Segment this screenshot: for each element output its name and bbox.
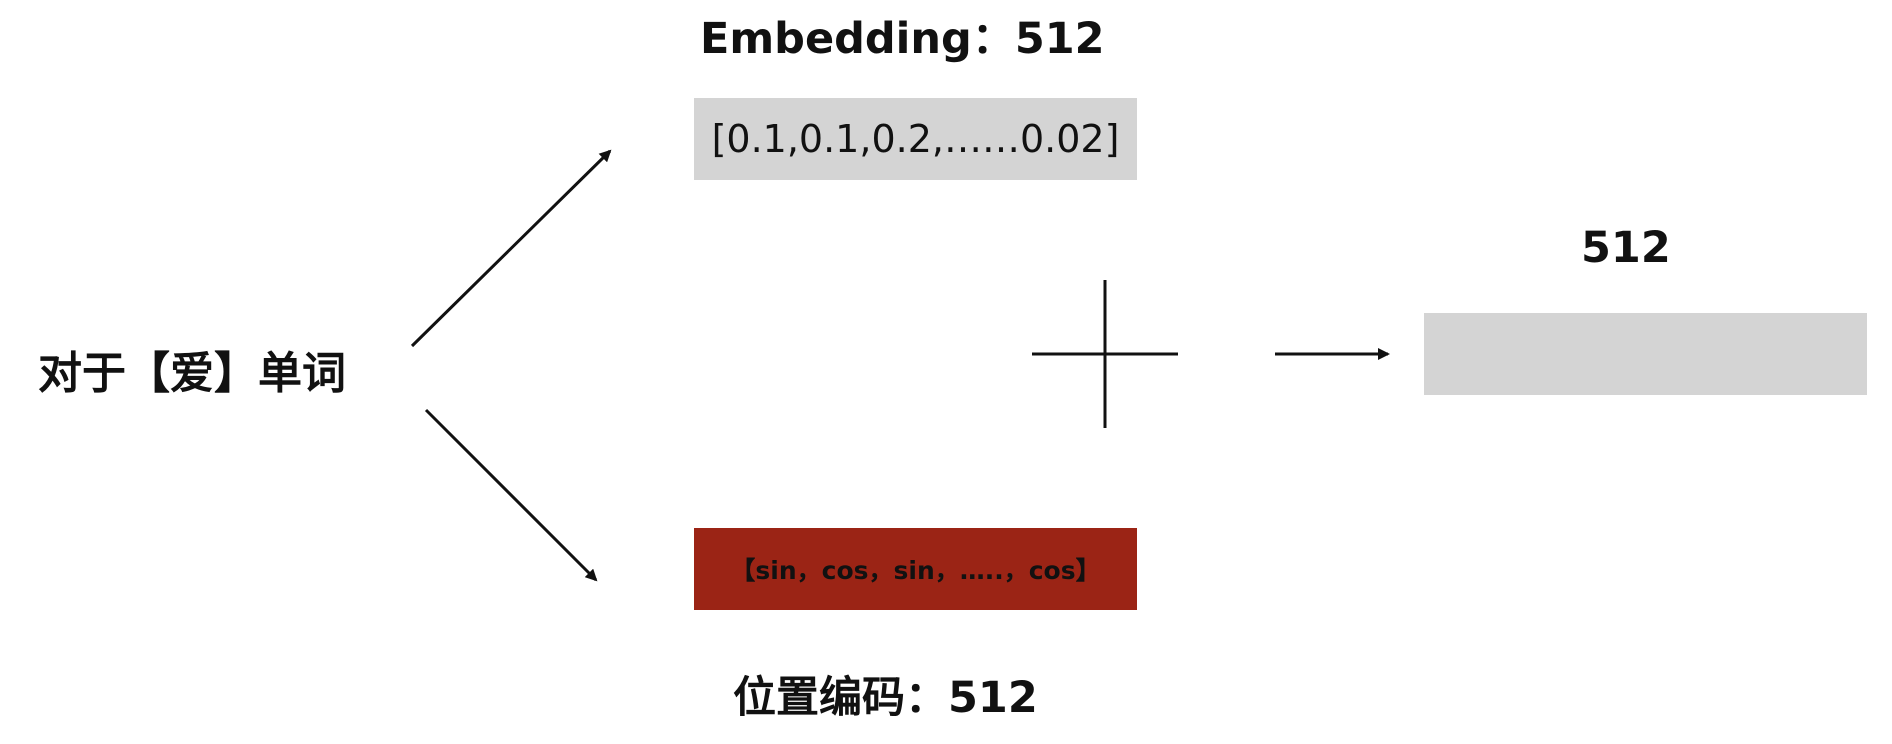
word-label: 对于【爱】单词 <box>38 348 346 399</box>
embedding-title: Embedding：512 <box>700 14 1105 64</box>
output-vector-box <box>1424 313 1867 395</box>
output-dimension-title: 512 <box>1581 223 1671 273</box>
arrow-to-position-encoding <box>424 408 598 582</box>
position-encoding-vector-box: 【sin，cos，sin，…..，cos】 <box>694 528 1137 610</box>
embedding-vector-text: [0.1,0.1,0.2,……0.02] <box>711 117 1120 161</box>
embedding-vector-box: [0.1,0.1,0.2,……0.02] <box>694 98 1137 180</box>
plus-sign-icon <box>1032 280 1178 428</box>
position-encoding-title: 位置编码：512 <box>733 673 1038 723</box>
position-encoding-vector-text: 【sin，cos，sin，…..，cos】 <box>730 556 1101 585</box>
arrow-to-embedding <box>410 149 612 348</box>
